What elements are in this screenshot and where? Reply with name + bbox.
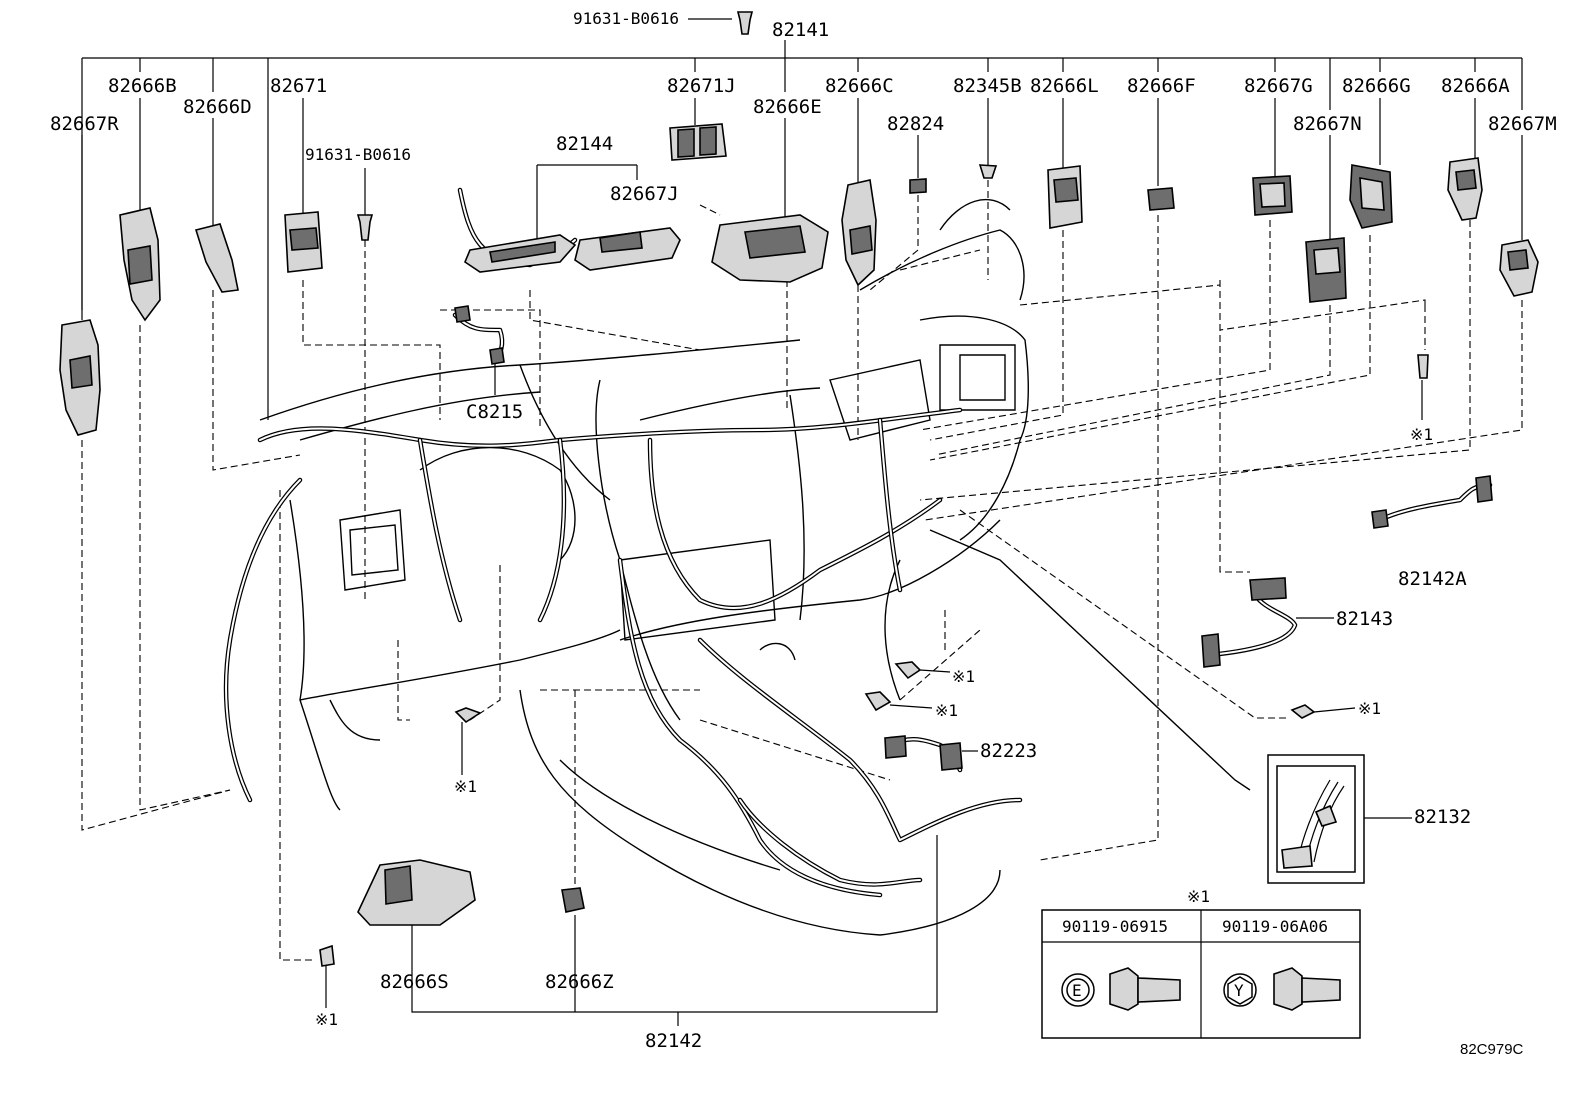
callout-82142: 82142 [645,1030,702,1052]
leader-lines [81,98,1523,395]
callout-82666B: 82666B [108,75,177,97]
bolt-col2-symbol: Y [1234,981,1244,1000]
callout-82666S: 82666S [380,971,449,993]
callout-C8215: C8215 [466,401,523,423]
inset-82132 [1267,754,1412,884]
bolt-col1-part: 90119-06915 [1062,917,1168,936]
callout-82667M: 82667M [1488,113,1557,135]
callout-82667G: 82667G [1244,75,1313,97]
callout-labels: 82141 91631-B0616 82667R 82666B 82666D 8… [50,9,1557,1052]
mark-note-3: ※1 [935,701,958,720]
callout-82824: 82824 [887,113,944,135]
callout-82666C: 82666C [825,75,894,97]
callout-82142A: 82142A [1398,568,1467,590]
bolt-col1-symbol: E [1072,981,1082,1000]
dashed-leaders [81,180,1523,961]
callout-82666Z: 82666Z [545,971,614,993]
callout-82143: 82143 [1336,608,1393,630]
harness-main-82141 [223,407,963,803]
bolt-table-mark: ※1 [1187,887,1210,906]
callout-82666G: 82666G [1342,75,1411,97]
bolt-col2-part: 90119-06A06 [1222,917,1328,936]
mark-note-5: ※1 [454,777,477,796]
bolt-table: ※1 90119-06915 90119-06A06 E Y [1041,887,1361,1039]
mark-note-1: ※1 [1410,425,1433,444]
callout-82223: 82223 [980,740,1037,762]
callout-82666L: 82666L [1030,75,1099,97]
instrument-panel-outline [259,199,1251,936]
callout-82345B: 82345B [953,75,1022,97]
callout-82667J: 82667J [610,183,679,205]
callout-82666D: 82666D [183,96,252,118]
parts [59,11,1539,967]
harness-floor-82142 [617,557,1023,898]
mark-note-6: ※1 [315,1010,338,1029]
callout-82667R: 82667R [50,113,119,135]
bracket-82141 [81,40,1523,420]
mark-note-4: ※1 [1358,699,1381,718]
mark-note-2: ※1 [952,667,975,686]
reference-marks: ※1 ※1 ※1 ※1 ※1 ※1 [315,380,1433,1029]
callout-82666F: 82666F [1127,75,1196,97]
callout-91631-top: 91631-B0616 [573,9,679,28]
diagram-code: 82C979C [1460,1041,1524,1058]
callout-82671J: 82671J [667,75,736,97]
callout-82671: 82671 [270,75,327,97]
callout-82132: 82132 [1414,806,1471,828]
callout-82666E: 82666E [753,96,822,118]
callout-82666A: 82666A [1441,75,1510,97]
callout-82667N: 82667N [1293,113,1362,135]
callout-82144: 82144 [556,133,613,155]
callout-82141: 82141 [772,19,829,41]
callout-91631-mid: 91631-B0616 [305,145,411,164]
